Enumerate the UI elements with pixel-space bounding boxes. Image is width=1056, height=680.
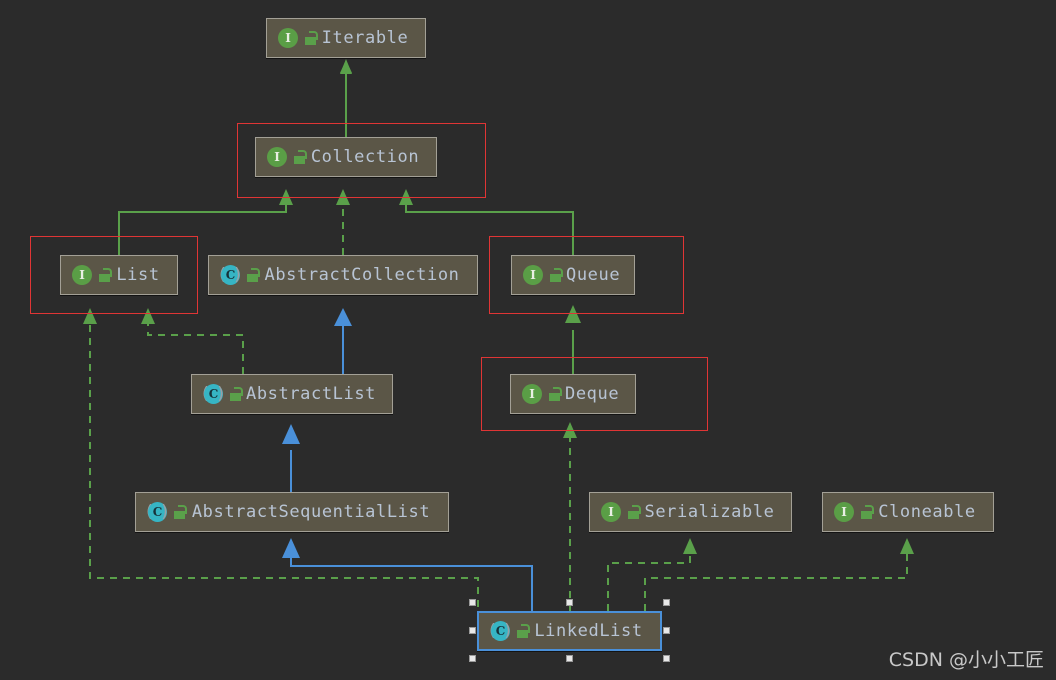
class-icon: (C) xyxy=(200,383,226,405)
node-list[interactable]: I List xyxy=(60,255,178,295)
selection-handle[interactable] xyxy=(566,599,573,606)
edge-list-to-collection xyxy=(118,189,293,255)
unlocked-lock-icon xyxy=(228,385,244,403)
unlocked-lock-icon xyxy=(859,503,875,521)
node-deque[interactable]: I Deque xyxy=(510,374,636,414)
edge-collection-to-iterable xyxy=(340,59,352,137)
selection-handle[interactable] xyxy=(566,655,573,662)
node-label: LinkedList xyxy=(534,621,643,641)
node-label: AbstractCollection xyxy=(264,265,460,285)
node-abstractlist[interactable]: (C) AbstractList xyxy=(191,374,393,414)
watermark: CSDN @小小工匠 xyxy=(888,649,1044,671)
node-label: Cloneable xyxy=(878,502,976,522)
unlocked-lock-icon xyxy=(245,266,261,284)
edge-linkedlist-implements-serializable xyxy=(607,538,697,611)
selection-handle[interactable] xyxy=(663,599,670,606)
edge-abstractcollection-implements-collection xyxy=(336,189,350,255)
edge-abstractlist-implements-list xyxy=(141,308,244,374)
edge-linkedlist-extends-asl xyxy=(282,538,533,611)
edge-deque-to-queue xyxy=(565,305,581,374)
selection-handle[interactable] xyxy=(469,655,476,662)
unlocked-lock-icon xyxy=(303,29,319,47)
edge-queue-to-collection xyxy=(399,189,574,255)
edge-linkedlist-implements-deque xyxy=(563,422,577,611)
unlocked-lock-icon xyxy=(626,503,642,521)
interface-icon: I xyxy=(833,501,855,523)
unlocked-lock-icon xyxy=(548,266,564,284)
node-iterable[interactable]: I Iterable xyxy=(266,18,426,58)
node-cloneable[interactable]: I Cloneable xyxy=(822,492,994,532)
unlocked-lock-icon xyxy=(97,266,113,284)
node-label: Deque xyxy=(565,384,620,404)
node-label: Queue xyxy=(566,265,621,285)
unlocked-lock-icon xyxy=(515,622,531,640)
node-abstractsequentiallist[interactable]: (C) AbstractSequentialList xyxy=(135,492,449,532)
node-collection[interactable]: I Collection xyxy=(255,137,437,177)
node-label: AbstractList xyxy=(246,384,377,404)
edge-linkedlist-implements-cloneable xyxy=(644,538,914,611)
node-label: Serializable xyxy=(644,502,775,522)
node-queue[interactable]: I Queue xyxy=(511,255,635,295)
unlocked-lock-icon xyxy=(292,148,308,166)
selection-handle[interactable] xyxy=(663,655,670,662)
node-abstractcollection[interactable]: (C) AbstractCollection xyxy=(208,255,478,295)
interface-icon: I xyxy=(71,264,93,286)
class-icon: (C) xyxy=(217,264,243,286)
node-linkedlist[interactable]: (C) LinkedList xyxy=(477,611,662,651)
node-label: List xyxy=(116,265,160,285)
edge-abstractlist-extends-abstractcollection xyxy=(334,308,352,374)
node-label: AbstractSequentialList xyxy=(191,502,431,522)
interface-icon: I xyxy=(277,27,299,49)
interface-icon: I xyxy=(266,146,288,168)
class-icon: (C) xyxy=(487,620,513,642)
unlocked-lock-icon xyxy=(172,503,188,521)
node-serializable[interactable]: I Serializable xyxy=(589,492,792,532)
node-label: Iterable xyxy=(321,28,409,48)
unlocked-lock-icon xyxy=(547,385,563,403)
interface-icon: I xyxy=(600,501,622,523)
class-icon: (C) xyxy=(144,501,170,523)
selection-handle[interactable] xyxy=(469,599,476,606)
edge-linkedlist-implements-list xyxy=(83,308,479,620)
selection-handle[interactable] xyxy=(663,627,670,634)
edge-asl-extends-abstractlist xyxy=(282,424,300,492)
node-label: Collection xyxy=(310,147,420,167)
interface-icon: I xyxy=(521,383,543,405)
selection-handle[interactable] xyxy=(469,627,476,634)
interface-icon: I xyxy=(522,264,544,286)
